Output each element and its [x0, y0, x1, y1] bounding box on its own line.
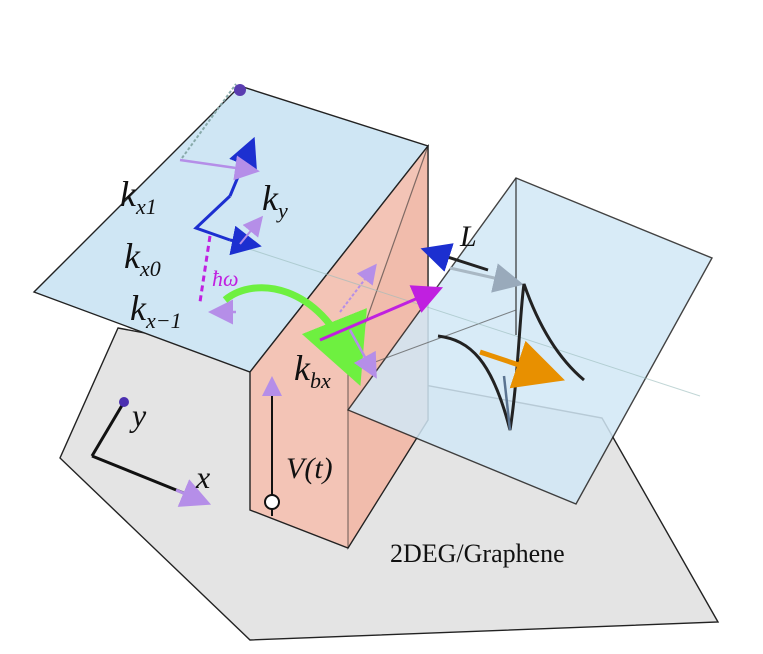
vt-source — [264, 494, 280, 510]
label-kx0: kx0 — [124, 236, 161, 281]
orange-arrow — [479, 340, 565, 389]
L-arrow-gray — [449, 263, 524, 293]
kbx-arrow-1 — [319, 285, 444, 342]
label-substrate: 2DEG/Graphene — [390, 539, 565, 568]
label-ky: ky — [262, 178, 288, 223]
kx0-arrow — [229, 225, 262, 256]
green-transition-arrow — [222, 284, 367, 386]
label-axis-x: x — [195, 459, 210, 495]
kbx-arrow-2 — [348, 329, 377, 379]
ky-arrow — [239, 215, 264, 245]
label-kxm1: kx−1 — [130, 288, 182, 333]
corner-arrow — [181, 83, 237, 159]
kbx-arrow-3 — [339, 263, 377, 313]
hbar-omega-dash — [198, 235, 212, 303]
label-L: L — [459, 220, 477, 253]
label-kx1: kx1 — [120, 174, 157, 219]
label-kbx: kbx — [294, 348, 331, 393]
label-axis-y: y — [129, 397, 147, 433]
kx1-arrow-lav — [179, 155, 260, 181]
axis-y-line — [90, 401, 126, 457]
label-Vt: V(t) — [286, 452, 333, 485]
corner-dot — [234, 84, 246, 96]
L-arrow — [420, 243, 489, 272]
kx1-blue-path — [193, 194, 232, 242]
label-hbar-omega: ħω — [212, 266, 239, 291]
